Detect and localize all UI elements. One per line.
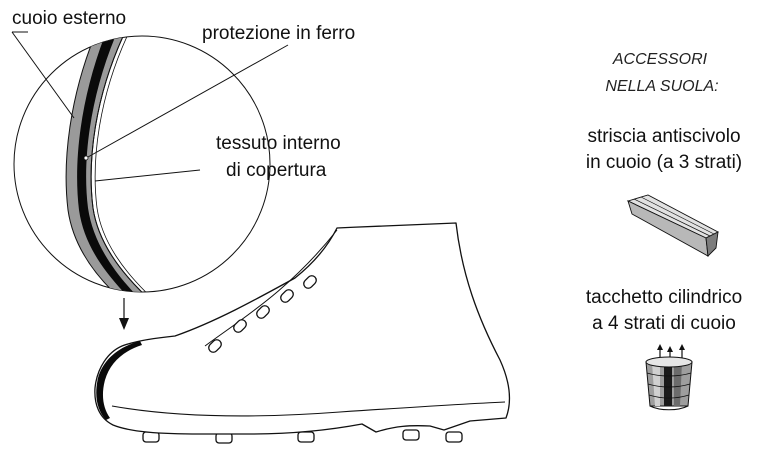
layer-cross-section: [65, 36, 155, 292]
accessories-title-2: NELLA SUOLA:: [605, 78, 718, 95]
toe-cap: [96, 341, 142, 420]
football-boot: [94, 222, 511, 444]
leader-iron-protection: [87, 44, 289, 158]
lace: [280, 289, 294, 303]
stud: [445, 431, 463, 443]
iron-marker: [83, 155, 89, 161]
down-arrow-icon: [119, 298, 129, 330]
lace: [233, 319, 247, 333]
accessories-title-1: ACCESSORI: [612, 51, 708, 68]
iron-protection-layer: [77, 36, 141, 292]
label-strip-1: striscia antiscivolo: [587, 126, 740, 147]
leader-outer-leather: [11, 31, 75, 119]
laces: [208, 275, 317, 353]
label-inner-fabric-1: tessuto interno: [216, 133, 341, 154]
cylindrical-stud: [645, 344, 693, 411]
label-inner-fabric-2: di copertura: [226, 160, 327, 181]
lace: [303, 275, 317, 289]
label-strip-2: in cuoio (a 3 strati): [586, 152, 742, 173]
boot-outline: [94, 222, 511, 435]
magnifier: [13, 35, 271, 293]
label-iron-protection: protezione in ferro: [202, 23, 355, 44]
lace: [208, 339, 222, 353]
label-stud-1: tacchetto cilindrico: [586, 287, 742, 308]
label-stud-2: a 4 strati di cuoio: [592, 313, 736, 334]
stud: [402, 429, 420, 441]
stud: [142, 431, 160, 443]
leader-inner-fabric: [94, 169, 201, 182]
lace: [256, 305, 270, 319]
stud-nails: [657, 344, 685, 362]
label-outer-leather: cuoio esterno: [12, 8, 126, 29]
sole-line: [111, 401, 506, 417]
lace-slit: [204, 229, 338, 347]
stud: [297, 431, 315, 443]
anti-slip-strip: [626, 194, 719, 257]
inner-fabric-layer: [90, 36, 151, 292]
leader-lines: [11, 31, 289, 182]
